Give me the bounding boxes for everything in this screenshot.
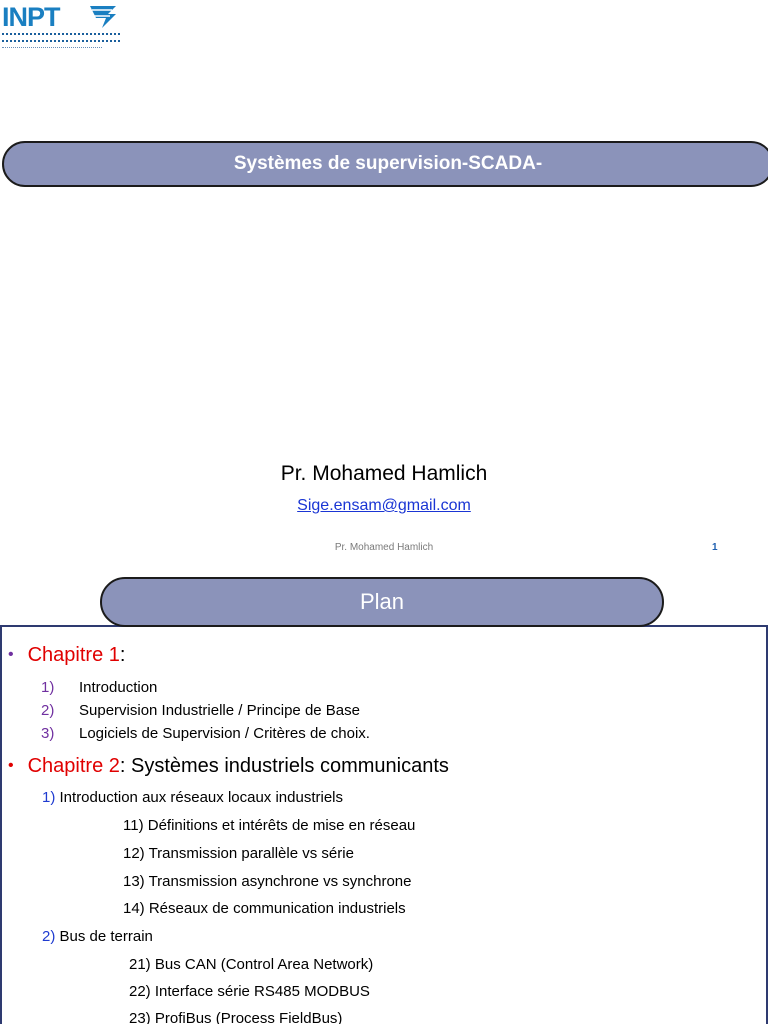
section-text: Introduction aux réseaux locaux industri… [55, 789, 344, 806]
slide-title: Systèmes de supervision-SCADA- [233, 153, 543, 174]
inpt-logo: INPT [2, 2, 120, 54]
logo-mark-icon [90, 6, 116, 28]
plan-title-banner: Plan [100, 577, 664, 627]
chapter-1-suffix: : [119, 644, 126, 666]
bullet-icon: • [8, 646, 14, 663]
subsection-item: 11) Définitions et intérêts de mise en r… [123, 817, 416, 834]
logo-tifinagh-script [2, 40, 120, 45]
plan-title: Plan [359, 589, 405, 614]
author-email-link[interactable]: Sige.ensam@gmail.com [297, 497, 471, 514]
section-number: 1) [42, 789, 56, 806]
chapter-1-item: 1) Introduction [41, 679, 157, 696]
subsection-item: 13) Transmission asynchrone vs synchrone [123, 873, 412, 890]
subsection-item: 21) Bus CAN (Control Area Network) [129, 956, 374, 973]
subsection-item: 12) Transmission parallèle vs série [123, 845, 354, 862]
item-text: Logiciels de Supervision / Critères de c… [79, 725, 370, 742]
chapter-1-item: 2) Supervision Industrielle / Principe de… [41, 702, 360, 719]
title-slide: INPT Systèmes de supervision-SCADA- Pr. … [2, 2, 768, 553]
chapter-2-section-2: 2) Bus de terrain [42, 928, 153, 945]
item-number: 2) [41, 702, 55, 719]
section-number: 2) [42, 928, 56, 945]
chapter-2-suffix: : Systèmes industriels communicants [119, 755, 449, 777]
subsection-item: 23) ProfiBus (Process FieldBus) [129, 1010, 343, 1024]
chapter-1-label: Chapitre 1 [27, 644, 120, 666]
logo-arabic-script [2, 33, 120, 38]
slide-title-banner: Systèmes de supervision-SCADA- [2, 141, 768, 187]
subsection-item: 14) Réseaux de communication industriels [123, 900, 406, 917]
chapter-2-heading: • Chapitre 2: Systèmes industriels commun… [8, 755, 449, 778]
section-text: Bus de terrain [55, 928, 153, 945]
subsection-item: 22) Interface série RS485 MODBUS [129, 983, 370, 1000]
chapter-1-heading: • Chapitre 1: [8, 644, 125, 667]
item-text: Introduction [79, 679, 158, 696]
chapter-1-item: 3) Logiciels de Supervision / Critères de… [41, 725, 370, 742]
logo-text: INPT [2, 2, 61, 32]
bullet-icon: • [8, 757, 14, 774]
item-text: Supervision Industrielle / Principe de B… [79, 702, 360, 719]
logo-french-caption [2, 47, 102, 50]
chapter-2-label: Chapitre 2 [27, 755, 120, 777]
chapter-2-section-1: 1) Introduction aux réseaux locaux indus… [42, 789, 343, 806]
slide-footer: Pr. Mohamed Hamlich [334, 542, 434, 553]
item-number: 3) [41, 725, 55, 742]
page-number: 1 [712, 542, 718, 553]
author-name: Pr. Mohamed Hamlich [280, 462, 488, 485]
plan-slide: Plan • Chapitre 1: 1) Introduction 2) Super… [0, 572, 768, 1024]
item-number: 1) [41, 679, 55, 696]
